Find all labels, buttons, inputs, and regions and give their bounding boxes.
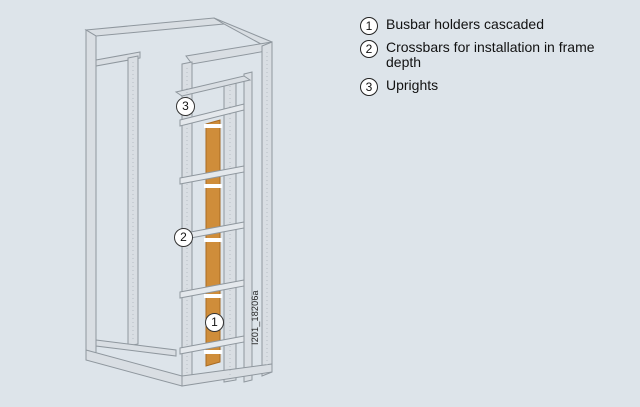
legend-text: Crossbars for installation in frame dept… (386, 39, 595, 70)
figure-id: I201_18206a (250, 290, 260, 345)
callout-1: 1 (205, 313, 224, 332)
callout-2: 2 (174, 228, 193, 247)
upright-front-left (127, 55, 139, 347)
inner-top-rail (174, 75, 252, 97)
legend-number: 2 (360, 40, 378, 58)
legend-item: 3 Uprights (360, 77, 630, 96)
bottom-frame-right (181, 363, 273, 387)
legend-number: 3 (360, 78, 378, 96)
legend-item: 1 Busbar holders cascaded (360, 16, 630, 35)
callout-3: 3 (176, 97, 195, 116)
crossbar-1 (179, 103, 245, 127)
busbar-holder (204, 184, 222, 188)
legend-text: Busbar holders cascaded (386, 16, 544, 32)
crossbar-4 (179, 279, 245, 299)
upright-rear-right-inner (243, 71, 253, 383)
crossbar-5 (179, 335, 245, 355)
legend: 1 Busbar holders cascaded 2 Crossbars fo… (360, 17, 630, 101)
legend-item: 2 Crossbars for installation in frame de… (360, 40, 630, 70)
top-frame-front (84, 17, 226, 37)
bottom-frame-front (95, 339, 177, 357)
legend-text: Uprights (386, 77, 439, 93)
busbar (205, 119, 221, 367)
left-rail-top (95, 51, 141, 67)
busbar-holder (204, 124, 222, 128)
busbar-holder (204, 294, 222, 298)
upright-back-left (85, 29, 97, 359)
busbar-holder (204, 350, 222, 354)
busbar-holder (204, 238, 222, 242)
legend-number: 1 (360, 17, 378, 35)
crossbar-2 (179, 165, 245, 185)
top-frame-side (185, 41, 273, 65)
